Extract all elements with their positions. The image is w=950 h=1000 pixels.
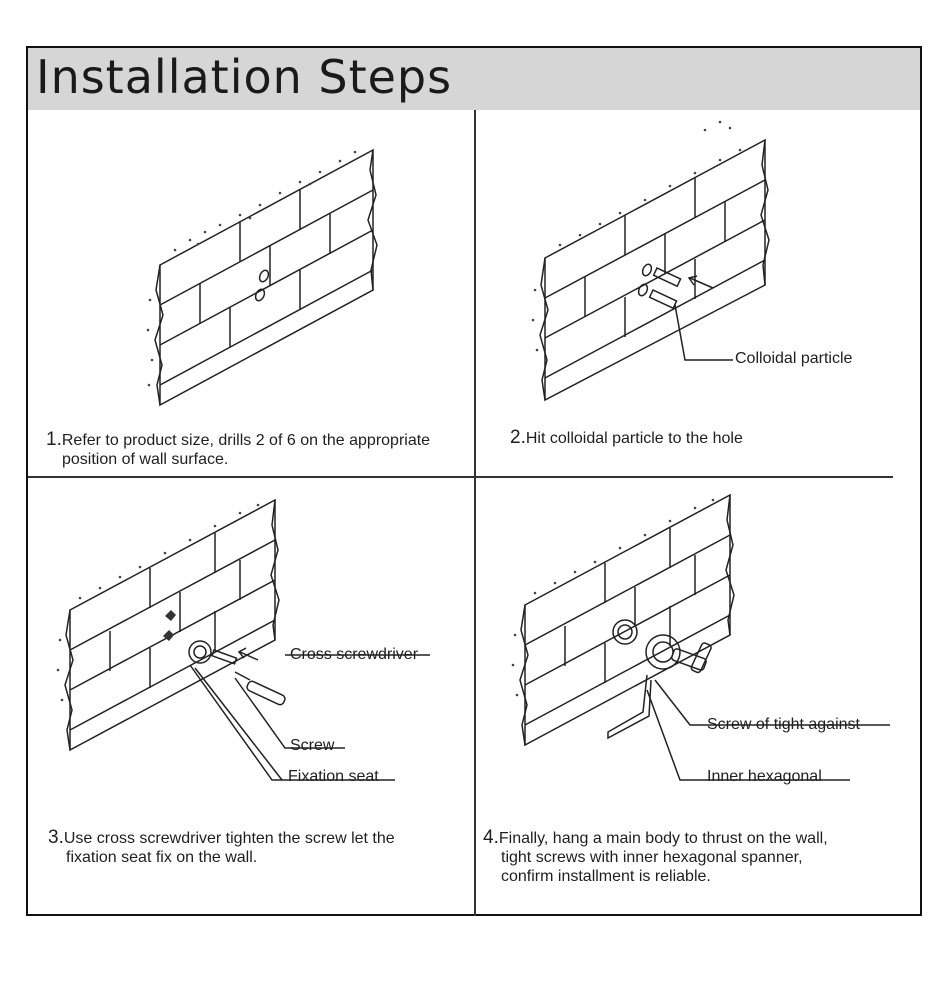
step-1-line-1: Refer to product size, drills 2 of 6 on … — [61, 432, 431, 449]
screw-label: Screw — [290, 737, 335, 754]
step-3-text: 3.Use cross screwdriver tighten the scre… — [48, 828, 470, 867]
page-title: Installation Steps — [36, 50, 453, 104]
step-4-line-3: confirm installment is reliable. — [501, 868, 711, 885]
step-1-number: 1. — [46, 429, 62, 450]
screw-of-tight-against-label: Screw of tight against — [707, 716, 860, 733]
step-2-text: 2.Hit colloidal particle to the hole — [510, 428, 910, 448]
step-3-line-1: Use cross screwdriver tighten the screw … — [63, 830, 395, 847]
inner-hexagonal-label: Inner hexagonal — [707, 768, 822, 785]
step-3-line-2: fixation seat fix on the wall. — [66, 849, 258, 866]
cross-screwdriver-label: Cross screwdriver — [290, 646, 419, 663]
vertical-divider — [474, 110, 476, 916]
step-3-panel: Cross screwdriver Screw Fixation seat 3.… — [0, 480, 475, 920]
title-bar: Installation Steps — [28, 48, 920, 110]
colloidal-particle-label: Colloidal particle — [735, 350, 853, 367]
step-2-line-1: Hit colloidal particle to the hole — [525, 430, 743, 447]
step-2-wall-illustration — [531, 120, 770, 402]
step-1-text: 1.Refer to product size, drills 2 of 6 o… — [46, 430, 466, 469]
fixation-seat-label: Fixation seat — [288, 768, 379, 785]
step-4-wall-illustration — [511, 493, 890, 781]
step-4-line-2: tight screws with inner hexagonal spanne… — [501, 849, 803, 866]
step-4-line-1: Finally, hang a main body to thrust on t… — [498, 830, 828, 847]
step-4-text: 4.Finally, hang a main body to thrust on… — [483, 828, 913, 886]
step-1-line-2: position of wall surface. — [62, 451, 229, 468]
step-4-number: 4. — [483, 827, 499, 848]
step-3-number: 3. — [48, 827, 64, 848]
installation-steps-frame: Installation Steps — [26, 46, 922, 916]
step-2-panel: Colloidal particle 2.Hit colloidal parti… — [475, 0, 925, 480]
step-2-number: 2. — [510, 427, 526, 448]
step-1-panel: 1.Refer to product size, drills 2 of 6 o… — [0, 0, 475, 480]
step-3-wall-illustration — [56, 498, 430, 781]
step-1-wall-illustration — [146, 148, 378, 407]
step-4-panel: Screw of tight against Inner hexagonal 4… — [475, 480, 925, 920]
horizontal-divider — [28, 476, 893, 478]
